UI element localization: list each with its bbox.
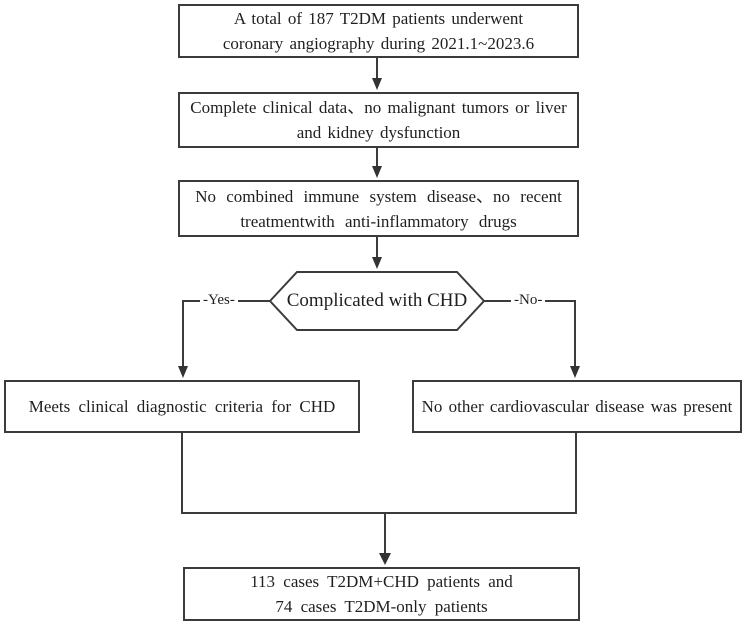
node-exclusion-criteria: No combined immune system disease、no rec… [178, 180, 579, 237]
edge-no-branch [484, 300, 576, 366]
node-non-chd-group-label: No other cardiovascular disease was pres… [421, 397, 733, 416]
arrowhead-exclusion-to-decision-icon [372, 257, 382, 269]
arrowhead-inclusion-to-exclusion-icon [372, 166, 382, 178]
edge-yes-branch [182, 300, 270, 366]
node-enrollment-line1: A total of 187 T2DM patients underwent [233, 9, 524, 28]
arrowhead-merge-to-result-icon [379, 553, 391, 565]
node-exclusion-line1: No combined immune system disease、no rec… [195, 186, 562, 206]
node-result-line2: 74 cases T2DM-only patients [275, 597, 488, 616]
node-exclusion-line2: treatmentwith anti-inflammatory drugs [240, 211, 517, 231]
arrowhead-enrollment-to-inclusion-icon [372, 78, 382, 90]
node-result: 113 cases T2DM+CHD patients and 74 cases… [183, 567, 580, 621]
node-chd-group-label: Meets clinical diagnostic criteria for C… [28, 397, 336, 416]
arrowhead-no-branch-icon [570, 366, 580, 378]
arrowhead-yes-branch-icon [178, 366, 188, 378]
node-result-line1: 113 cases T2DM+CHD patients and [250, 572, 513, 591]
decision-node-label: Complicated with CHD [286, 290, 468, 311]
edge-label-yes: -Yes- [200, 291, 238, 310]
edge-merge [181, 433, 577, 514]
node-enrollment: A total of 187 T2DM patients underwent c… [178, 4, 579, 58]
node-inclusion-criteria: Complete clinical data、no malignant tumo… [178, 92, 579, 148]
edge-label-no: -No- [511, 291, 546, 310]
node-enrollment-line2: coronary angiography during 2021.1~2023.… [222, 34, 535, 53]
node-chd-group: Meets clinical diagnostic criteria for C… [4, 380, 360, 433]
node-inclusion-line1: Complete clinical data、no malignant tumo… [190, 98, 567, 117]
node-inclusion-line2: and kidney dysfunction [296, 123, 461, 142]
node-non-chd-group: No other cardiovascular disease was pres… [412, 380, 742, 433]
